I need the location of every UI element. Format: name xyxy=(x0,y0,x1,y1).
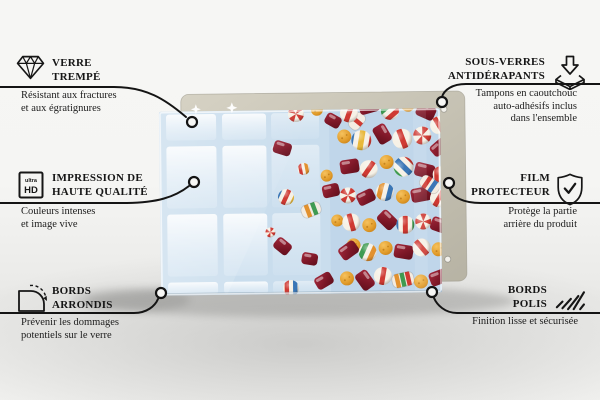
title-line: BORDS xyxy=(52,285,92,297)
connector-line-rounded-edges xyxy=(0,298,159,314)
candy-gummy xyxy=(415,108,437,121)
candy-mint xyxy=(265,227,276,238)
callout-desc-tempered-glass: Résistant aux fractures et aux égratignu… xyxy=(21,90,117,114)
glass-panel xyxy=(158,102,443,296)
anchor-dot-polished-edges xyxy=(425,285,439,299)
ultra-hd-icon: ultra HD xyxy=(18,171,44,199)
candy-mint xyxy=(415,213,432,230)
candy-ball xyxy=(392,128,413,150)
connector-line-polished-edges xyxy=(433,297,600,314)
anchor-dot-rounded-edges xyxy=(154,286,168,300)
title-line: BORDS xyxy=(507,284,547,296)
candy-gummy xyxy=(372,123,392,145)
candy-ball xyxy=(389,152,418,181)
candy-gummy xyxy=(273,237,292,256)
callout-title-tempered-glass: VERRE TREMPÉ xyxy=(52,56,101,84)
title-line: ARRONDIS xyxy=(52,299,113,311)
connector-line-print-quality xyxy=(0,185,190,204)
candy-mint xyxy=(339,187,356,204)
glass-sheen xyxy=(158,109,311,296)
connector-line-protective-film xyxy=(449,188,600,204)
title-line: SOUS-VERRES xyxy=(465,56,545,68)
adhesive-pad-icon xyxy=(555,55,585,90)
candy-gummy xyxy=(339,158,360,175)
title-line: TREMPÉ xyxy=(52,71,101,83)
candy-dot xyxy=(414,274,429,289)
candy-mint xyxy=(413,126,432,145)
title-line: POLIS xyxy=(512,298,547,310)
title-line: HAUTE QUALITÉ xyxy=(52,186,148,198)
callout-desc-anti-slip: Tampons en caoutchouc auto-adhésifs incl… xyxy=(475,88,577,124)
anchor-dot-tempered-glass xyxy=(185,115,199,129)
candy-ball xyxy=(432,166,443,183)
candy-ball xyxy=(375,181,395,203)
candy-dot xyxy=(331,214,344,227)
candy-dot xyxy=(337,129,352,144)
shield-check-icon xyxy=(557,173,583,206)
glass-streak xyxy=(412,108,429,293)
callout-desc-polished-edges: Finition lisse et sécurisée xyxy=(472,316,578,327)
candy-gummy xyxy=(321,183,340,199)
callout-title-polished-edges: BORDS POLIS xyxy=(508,283,547,311)
anchor-dot-print-quality xyxy=(187,175,201,189)
candy-ball xyxy=(283,280,300,296)
candy-gummy xyxy=(324,112,342,129)
callout-title-protective-film: FILM PROTECTEUR xyxy=(471,171,550,199)
callout-connectors xyxy=(0,83,600,314)
sparkle-icon xyxy=(226,102,238,114)
svg-text:ultra: ultra xyxy=(25,178,38,184)
candy-gummy xyxy=(428,268,443,287)
candy-gummy xyxy=(377,209,398,231)
rubber-pad xyxy=(444,255,452,263)
sparkle-icon xyxy=(190,104,201,115)
candy-gummy xyxy=(314,271,334,290)
candy-gummy xyxy=(393,243,414,260)
polished-edge-icon xyxy=(555,291,586,311)
candy-ball xyxy=(412,238,431,257)
candy-ball xyxy=(297,162,310,176)
candy-gummy xyxy=(355,269,375,291)
callout-title-rounded-edges: BORDS ARRONDIS xyxy=(52,284,113,312)
candy-ball xyxy=(357,241,378,264)
candy-gummy xyxy=(410,186,432,203)
title-line: ANTIDÉRAPANTS xyxy=(447,70,545,82)
candy-gummy xyxy=(356,188,376,206)
candy-ball xyxy=(429,189,443,208)
callout-desc-protective-film: Protège la partie arrière du produit xyxy=(503,206,577,230)
candy-dot xyxy=(395,189,410,204)
anchor-dot-anti-slip xyxy=(435,95,449,109)
title-line: IMPRESSION DE xyxy=(52,172,143,184)
candy-gummy xyxy=(338,240,360,261)
candy-ball xyxy=(359,160,378,179)
candy-dot xyxy=(339,271,354,286)
candy-dot xyxy=(378,240,393,255)
diamond-icon xyxy=(16,55,45,80)
candy-dot xyxy=(379,154,394,169)
connector-line-anti-slip xyxy=(441,83,600,98)
anchor-dot-protective-film xyxy=(442,176,456,190)
candy-dot xyxy=(362,218,377,233)
candy-ball xyxy=(342,213,361,232)
connector-line-tempered-glass xyxy=(0,86,187,118)
title-line: VERRE xyxy=(52,57,92,69)
candy-pillow xyxy=(391,271,415,289)
svg-text:HD: HD xyxy=(24,185,38,196)
candy-gummy xyxy=(301,252,319,266)
callout-desc-print-quality: Couleurs intenses et image vive xyxy=(21,206,96,230)
rounded-corner-icon xyxy=(18,284,47,312)
callout-title-print-quality: IMPRESSION DE HAUTE QUALITÉ xyxy=(52,171,148,199)
callout-desc-rounded-edges: Prévenir les dommages potentiels sur le … xyxy=(21,317,119,341)
candy-gummy xyxy=(413,161,436,179)
candy-dot xyxy=(320,169,333,182)
title-line: PROTECTEUR xyxy=(471,186,550,198)
candy-ball xyxy=(373,266,392,286)
title-line: FILM xyxy=(520,172,550,184)
candy-pillow xyxy=(300,201,322,219)
candy-pillow xyxy=(419,174,441,195)
callout-title-anti-slip: SOUS-VERRES ANTIDÉRAPANTS xyxy=(448,55,545,83)
